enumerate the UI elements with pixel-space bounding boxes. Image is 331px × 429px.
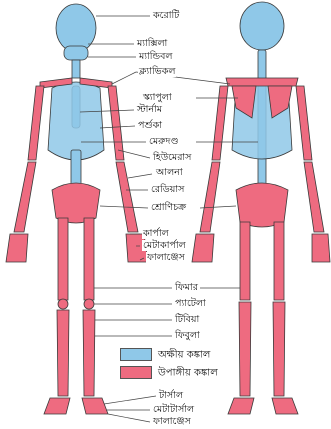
legend-axial-label: অক্ষীয় কঙ্কাল: [158, 350, 210, 361]
label-maxilla: ম্যাক্সিলা: [136, 38, 168, 49]
front-left-femur: [58, 218, 68, 300]
back-right-foot: [272, 398, 298, 414]
label-patella: প্যাটেলা: [174, 298, 207, 309]
back-left-hand: [192, 234, 214, 262]
back-left-forearm: [200, 162, 220, 232]
front-mandible: [64, 46, 88, 60]
back-pelvis: [236, 183, 288, 227]
front-right-femur: [84, 218, 94, 300]
back-left-foot: [228, 398, 254, 414]
label-rib: পর্শুকা: [137, 120, 163, 131]
legend-axial: অক্ষীয় কঙ্কাল: [120, 348, 210, 362]
front-right-foot: [82, 398, 108, 414]
label-sternum: স্টার্নাম: [136, 104, 163, 115]
back-right-lower-leg: [273, 302, 285, 396]
label-tarsal: টার্সাল: [158, 390, 184, 401]
label-fibula: ফিবুলা: [174, 330, 201, 341]
front-left-hand: [6, 234, 28, 262]
back-skull: [240, 2, 284, 50]
back-left-humerus: [212, 86, 228, 160]
front-pelvis: [52, 183, 100, 223]
label-metacarpal: মেটাকার্পাল: [142, 240, 187, 251]
label-femur: ফিমার: [174, 282, 199, 293]
back-right-humerus: [296, 86, 312, 160]
front-left-lower-leg: [57, 310, 69, 396]
label-humerus: হিউমেরাস: [152, 152, 192, 163]
legend-appendicular: উপাঙ্গীয় কঙ্কাল: [120, 366, 218, 380]
front-left-forearm: [14, 162, 36, 232]
front-right-humerus: [108, 86, 124, 160]
label-carpal: কার্পাল: [142, 228, 170, 239]
label-phalanges-foot: ফালাঞ্জেস: [152, 416, 192, 427]
label-ulna: আলনা: [155, 167, 184, 178]
legend-appendicular-label: উপাঙ্গীয় কঙ্কাল: [158, 368, 218, 379]
front-right-lower-leg: [83, 310, 95, 396]
label-skull: করোটি: [152, 10, 180, 21]
label-vertebral-column: মেরুদণ্ড: [148, 136, 179, 147]
back-right-femur: [274, 222, 284, 300]
front-spine-neck: [72, 60, 80, 78]
label-mandible: ম্যান্ডিবল: [138, 51, 173, 62]
front-left-patella: [58, 299, 68, 309]
back-left-femur: [240, 222, 250, 300]
label-phalanges-hand: ফালাঞ্জেস: [146, 252, 186, 263]
back-left-lower-leg: [239, 302, 251, 396]
label-clavicle: ক্ল্যাভিকল: [138, 66, 176, 77]
legend-appendicular-swatch: [120, 366, 152, 379]
front-left-humerus: [28, 86, 44, 160]
front-right-forearm: [116, 162, 138, 232]
label-pelvic-girdle: শ্রোণিচক্র: [150, 202, 187, 213]
back-skeleton: [192, 2, 330, 414]
back-right-hand: [312, 234, 330, 262]
front-ribcage: [48, 82, 104, 160]
label-metatarsal: মেটাটার্সাল: [152, 404, 195, 415]
back-shoulders: [226, 78, 298, 86]
front-axial-skeleton: [48, 4, 104, 212]
back-right-forearm: [304, 162, 324, 232]
front-skull: [56, 4, 96, 52]
front-spine-lumbar: [71, 150, 81, 186]
front-left-foot: [44, 398, 70, 414]
label-scapula: স্ক্যাপুলা: [142, 92, 173, 103]
label-tibia: টিবিয়া: [174, 314, 200, 325]
legend-axial-swatch: [120, 348, 152, 361]
front-right-patella: [84, 299, 94, 309]
label-radius: রেডিয়াস: [150, 184, 185, 195]
